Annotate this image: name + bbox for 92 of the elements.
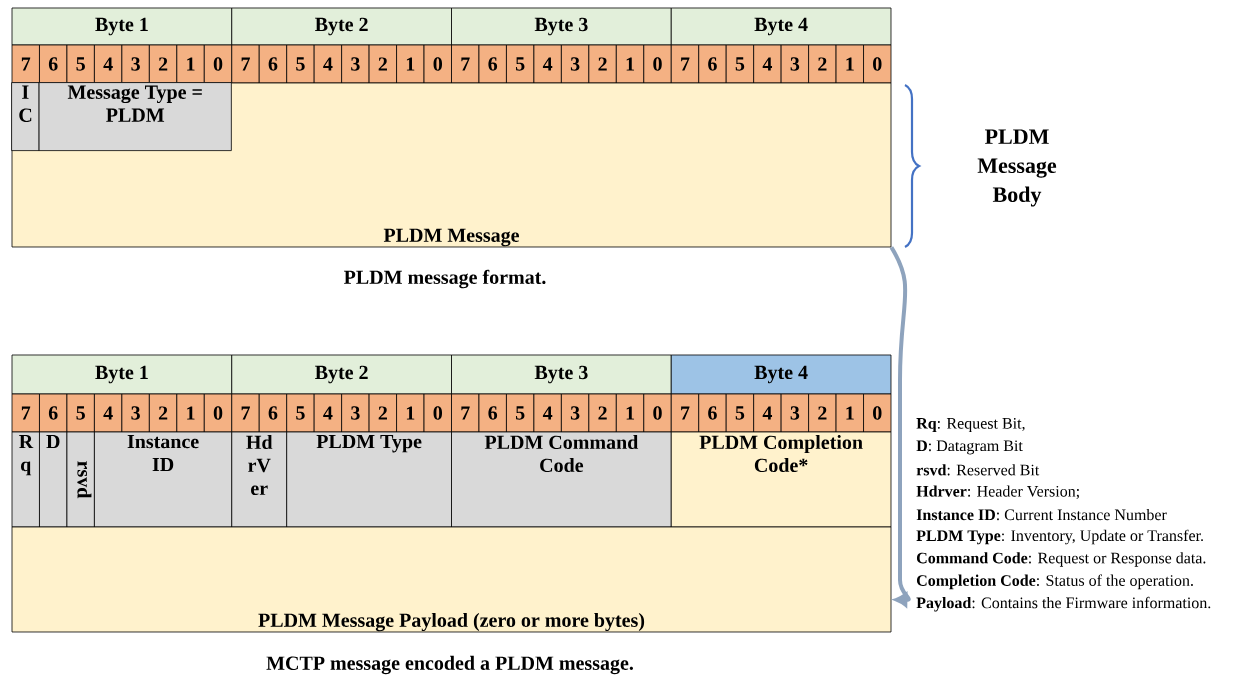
bit-number-cell: 7 — [670, 393, 700, 433]
bit-number-cell: 5 — [286, 393, 315, 433]
bit-number-cell: 2 — [808, 393, 837, 433]
field-cell: I C — [11, 82, 40, 151]
bit-number-cell: 3 — [561, 393, 590, 433]
bit-number-cell: 3 — [780, 393, 809, 433]
caption: PLDM message format. — [344, 269, 546, 289]
note-text: D: Datagram Bit — [916, 440, 1023, 455]
bit-number-cell: 4 — [313, 393, 343, 433]
bit-number-cell: 1 — [396, 44, 425, 84]
note-text: PLDM Type: Inventory, Update or Transfer. — [916, 529, 1203, 545]
bit-number-cell: 2 — [808, 44, 837, 84]
bit-number-cell: 0 — [423, 393, 452, 433]
byte-header-cell: Byte 2 — [231, 354, 452, 395]
bit-number-cell: 1 — [615, 44, 645, 84]
bit-number-cell: 6 — [698, 393, 727, 433]
bit-number-cell: 7 — [451, 44, 480, 84]
bit-number-cell: 6 — [258, 44, 288, 84]
note-text: Payload: Contains the Firmware information. — [916, 596, 1211, 612]
bit-number-cell: 3 — [561, 44, 590, 84]
bit-number-cell: 0 — [423, 44, 452, 84]
bit-number-cell: 6 — [39, 393, 68, 433]
bit-number-cell: 6 — [39, 44, 68, 84]
bit-number-cell: 3 — [341, 393, 370, 433]
note-text: Rq: Request Bit, — [916, 418, 1025, 432]
bit-number-cell: 4 — [533, 44, 562, 84]
bit-number-cell: 6 — [698, 44, 727, 84]
bit-number-cell: 6 — [478, 393, 507, 433]
bit-number-cell: 5 — [506, 393, 535, 433]
bit-number-cell: 2 — [588, 393, 617, 433]
bit-number-cell: 0 — [863, 393, 892, 433]
byte-header-cell: Byte 4 — [670, 354, 892, 395]
note-text: Hdrver: Header Version; — [916, 485, 1079, 499]
field-cell: PLDM Command Code — [451, 431, 672, 528]
field-cell: R q — [11, 431, 40, 528]
note-text: Instance ID: Current Instance Number — [916, 508, 1167, 521]
bit-number-cell: 7 — [670, 44, 700, 84]
bit-number-cell: 0 — [643, 44, 672, 84]
curved-arrow — [889, 246, 911, 607]
bit-number-cell: 6 — [478, 44, 507, 84]
bit-number-cell: 2 — [148, 44, 178, 84]
field-cell: D — [39, 431, 68, 528]
brace-label: PLDM Message Body — [977, 129, 1057, 207]
bit-number-cell: 7 — [451, 393, 480, 433]
bit-number-cell: 5 — [506, 44, 535, 84]
byte-header-cell: Byte 3 — [451, 7, 672, 46]
note-text: Completion Code: Status of the operation. — [917, 574, 1193, 590]
bit-number-cell: 7 — [231, 44, 260, 84]
bit-number-cell: 5 — [725, 393, 755, 433]
bit-number-cell: 0 — [203, 44, 233, 84]
bit-number-cell: 4 — [533, 393, 562, 433]
field-cell: rsvd — [66, 431, 95, 528]
byte-header-cell: Byte 1 — [11, 354, 233, 395]
bit-number-cell: 3 — [341, 44, 370, 84]
bit-number-cell: 5 — [66, 393, 95, 433]
bit-number-cell: 0 — [863, 44, 892, 84]
bit-number-cell: 3 — [780, 44, 809, 84]
byte-header-cell: Byte 2 — [231, 7, 452, 46]
bit-number-cell: 4 — [753, 44, 782, 84]
byte-header-cell: Byte 4 — [670, 7, 892, 46]
byte-header-cell: Byte 3 — [451, 354, 672, 395]
bit-number-cell: 2 — [588, 44, 617, 84]
bit-number-cell: 4 — [313, 44, 343, 84]
bit-number-cell: 2 — [148, 393, 178, 433]
bit-number-cell: 5 — [286, 44, 315, 84]
bit-number-cell: 3 — [121, 44, 150, 84]
field-cell: Hd rV er — [231, 431, 288, 528]
bit-number-cell: 4 — [753, 393, 782, 433]
bit-number-cell: 3 — [121, 393, 150, 433]
bit-number-cell: 1 — [615, 393, 645, 433]
bit-number-cell: 0 — [643, 393, 672, 433]
bit-number-cell: 7 — [11, 44, 40, 84]
bit-number-cell: 0 — [203, 393, 233, 433]
bit-number-cell: 1 — [176, 393, 205, 433]
bit-number-cell: 1 — [835, 44, 864, 84]
bit-number-cell: 7 — [11, 393, 40, 433]
byte-header-cell: Byte 1 — [11, 7, 233, 46]
bit-number-cell: 1 — [835, 393, 864, 433]
bit-number-cell: 5 — [725, 44, 755, 84]
bit-number-cell: 2 — [368, 44, 397, 84]
field-cell: PLDM Completion Code* — [670, 431, 892, 528]
bit-number-cell: 2 — [368, 393, 397, 433]
note-text: Command Code: Request or Response data. — [917, 552, 1206, 567]
note-text: rsvd: Reserved Bit — [916, 464, 1040, 476]
bit-number-cell: 7 — [231, 393, 260, 433]
bit-number-cell: 4 — [94, 44, 123, 84]
bit-number-cell: 6 — [258, 393, 288, 433]
bit-number-cell: 1 — [396, 393, 425, 433]
caption: MCTP message encoded a PLDM message. — [266, 655, 633, 675]
bit-number-cell: 4 — [94, 393, 123, 433]
bit-number-cell: 1 — [176, 44, 205, 84]
bit-number-cell: 5 — [66, 44, 95, 84]
